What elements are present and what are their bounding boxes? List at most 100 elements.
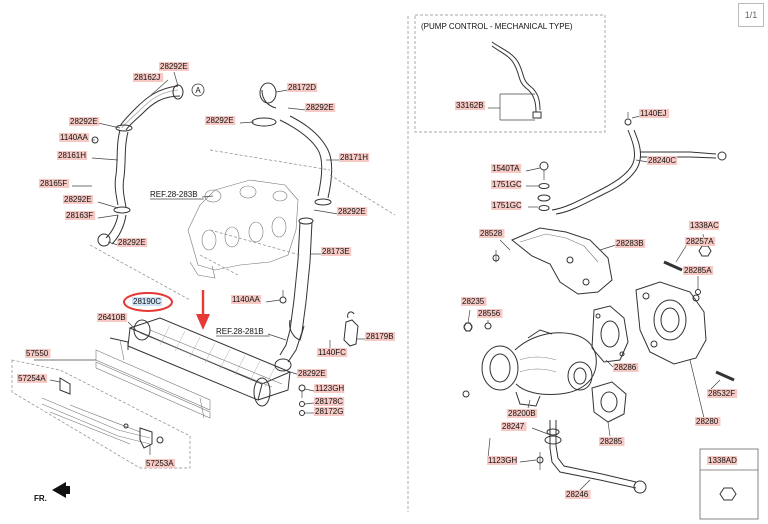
part-label-1338ac: 1338AC xyxy=(689,221,720,230)
part-number-text: 57550 xyxy=(26,349,49,358)
part-number-text: 28161H xyxy=(58,151,86,160)
part-number-text: 28246 xyxy=(566,490,589,499)
bracket-28179b xyxy=(343,319,359,347)
part-label-28286: 28286 xyxy=(613,363,639,372)
part-label-28246: 28246 xyxy=(565,490,591,499)
part-number-text: 1338AC xyxy=(690,221,719,230)
part-number-text: 28528 xyxy=(480,229,503,238)
part-labels: 28292E28162J28292E1140AA28161H28165F2829… xyxy=(17,62,738,499)
part-label-28165f: 28165F xyxy=(39,179,70,188)
part-number-text: 28292E xyxy=(298,369,326,378)
part-number-text: 28200B xyxy=(508,409,536,418)
part-number-text: 28280 xyxy=(696,417,719,426)
part-label-57253a: 57253A xyxy=(145,459,176,468)
intercooler xyxy=(109,317,292,407)
part-number-text: 1751GC xyxy=(492,180,522,189)
radiator-bracket xyxy=(41,377,164,449)
part-label-28292e_h: 28292E xyxy=(297,369,328,378)
part-number-text: 28286 xyxy=(614,363,637,372)
part-number-text: 28292E xyxy=(118,238,146,247)
part-number-text: 28292E xyxy=(206,116,234,125)
part-label-1140aa_a: 1140AA xyxy=(59,133,90,142)
part-label-28292e_b: 28292E xyxy=(69,117,100,126)
part-number-text: 1540TA xyxy=(492,164,520,173)
part-number-text: 1140EJ xyxy=(640,109,667,118)
part-label-28163f: 28163F xyxy=(65,211,96,220)
part-number-text: 28247 xyxy=(502,422,525,431)
part-number-text: 28285 xyxy=(600,437,623,446)
part-number-text: 1140FC xyxy=(318,348,346,357)
part-label-28247: 28247 xyxy=(501,422,527,431)
part-number-text: 57253A xyxy=(146,459,174,468)
part-number-text: 28532F xyxy=(708,389,735,398)
part-label-ref_283b: REF.28-283B xyxy=(150,190,204,200)
part-label-28292e_a: 28292E xyxy=(159,62,190,71)
part-number-text: 28292E xyxy=(160,62,188,71)
part-label-28173e: 28173E xyxy=(321,247,352,256)
oil-feed-pipe xyxy=(551,112,727,215)
part-number-text: 28240C xyxy=(648,156,676,165)
part-label-1123gh_a: 1123GH xyxy=(314,384,344,393)
pump-control-pipe xyxy=(491,41,542,121)
gasket-28286 xyxy=(591,305,629,363)
part-number-text: REF.28-283B xyxy=(150,190,198,199)
part-number-text: 26410B xyxy=(98,313,126,322)
part-label-28292e_f: 28292E xyxy=(205,116,236,125)
part-label-ref_281b: REF.28-281B xyxy=(216,327,270,337)
part-number-text: 1140AA xyxy=(232,295,261,304)
part-number-text: 28165F xyxy=(40,179,67,188)
lower-pipe xyxy=(274,217,314,372)
part-label-28257a: 28257A xyxy=(685,237,716,246)
part-label-28285: 28285 xyxy=(599,437,625,446)
part-number-text: 28178C xyxy=(315,397,343,406)
part-label-57550: 57550 xyxy=(25,349,51,358)
oil-return-pipe xyxy=(536,420,647,494)
part-number-text: 28179B xyxy=(366,332,394,341)
part-label-1751gc_b: 1751GC xyxy=(491,201,522,210)
part-number-text: 33162B xyxy=(456,101,484,110)
svg-text:A: A xyxy=(195,86,201,95)
part-label-28178c: 28178C xyxy=(314,397,345,406)
part-number-text: 1751GC xyxy=(492,201,522,210)
upper-hose-left xyxy=(105,85,181,245)
part-label-28280: 28280 xyxy=(695,417,721,426)
pump-control-inset-box xyxy=(414,14,606,133)
part-label-28190c: 28190C xyxy=(132,297,163,306)
turbocharger xyxy=(481,329,597,407)
part-number-text: 28171H xyxy=(340,153,368,162)
part-label-28292e_d: 28292E xyxy=(117,238,148,247)
part-number-text: 28292E xyxy=(306,103,334,112)
part-label-33162b: 33162B xyxy=(455,101,486,110)
inset-title: (PUMP CONTROL - MECHANICAL TYPE) xyxy=(421,22,573,31)
part-label-1751gc_a: 1751GC xyxy=(491,180,522,189)
part-label-1123gh_b: 1123GH xyxy=(487,456,517,465)
part-label-1140ej: 1140EJ xyxy=(639,109,670,118)
exhaust-manifold xyxy=(187,179,299,279)
part-label-28172g: 28172G xyxy=(314,407,345,416)
part-number-text: 28172G xyxy=(315,407,343,416)
part-number-text: 28235 xyxy=(462,297,485,306)
part-number-text: 28292E xyxy=(338,207,366,216)
heat-shield xyxy=(511,227,613,295)
part-label-28532f: 28532F xyxy=(707,389,738,398)
part-label-1338ad: 1338AD xyxy=(707,456,738,465)
highlight-arrow xyxy=(196,290,210,330)
gasket-28285 xyxy=(591,381,627,423)
part-number-text: 28292E xyxy=(64,195,92,204)
part-label-28161h: 28161H xyxy=(57,151,88,160)
part-label-57254a: 57254A xyxy=(17,374,48,383)
part-number-text: 28172D xyxy=(288,83,316,92)
part-number-text: 28283B xyxy=(616,239,644,248)
part-label-28172d: 28172D xyxy=(287,83,318,92)
part-number-text: 28285A xyxy=(684,266,712,275)
part-number-text: 1123GH xyxy=(315,384,344,393)
bolts-lower-left xyxy=(298,384,306,416)
part-number-text: 28163F xyxy=(66,211,93,220)
part-number-text: 57254A xyxy=(18,374,46,383)
part-label-26410b: 26410B xyxy=(97,313,128,322)
part-number-text: 1140AA xyxy=(60,133,89,142)
part-number-text: 1338AD xyxy=(708,456,737,465)
guide-lines xyxy=(89,149,396,301)
part-label-28292e_c: 28292E xyxy=(63,195,94,204)
